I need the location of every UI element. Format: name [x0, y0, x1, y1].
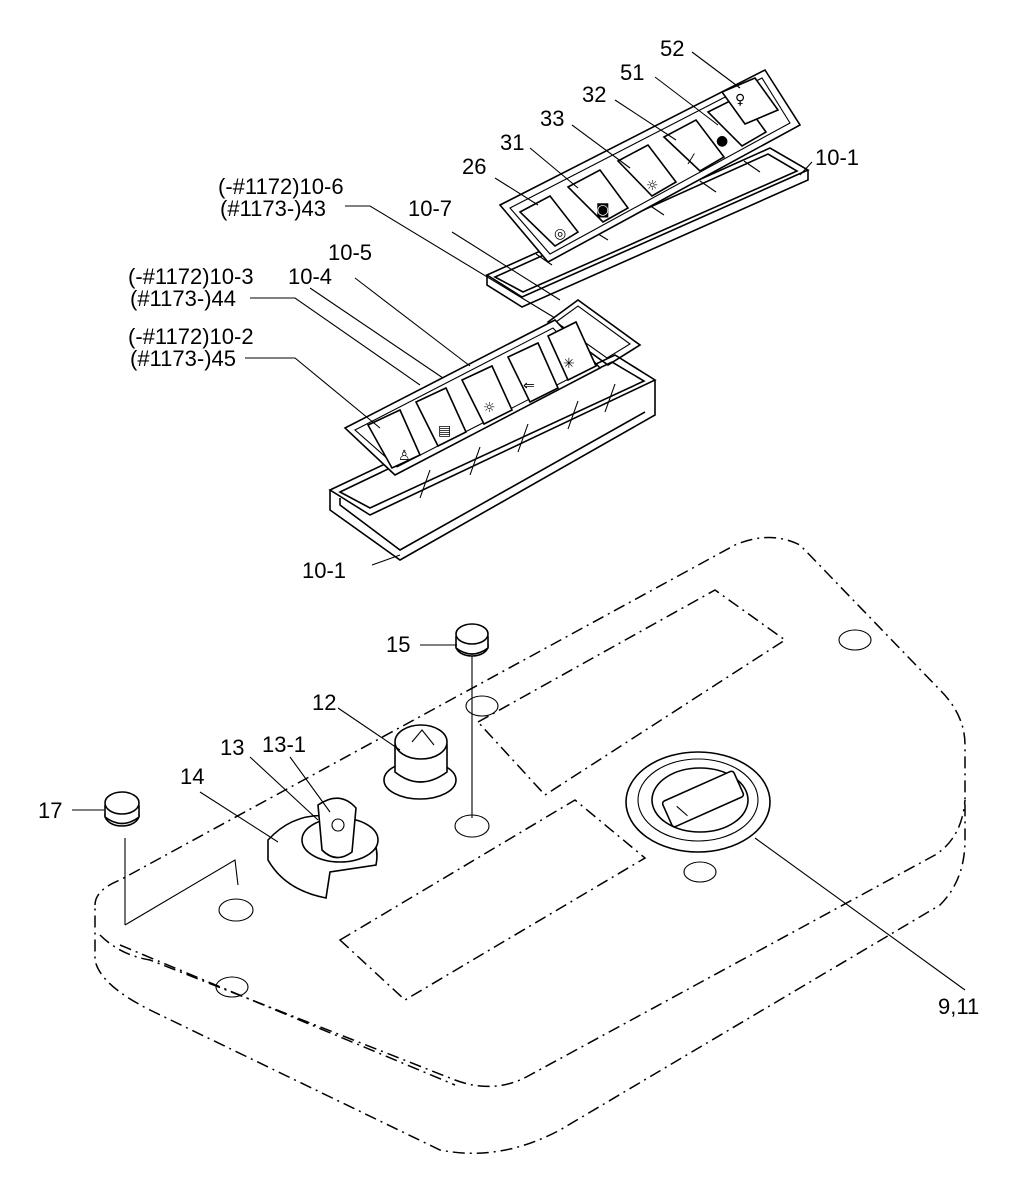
defrost-icon: ☼ — [483, 400, 496, 416]
callout-14: 14 — [180, 764, 204, 789]
plug-17 — [104, 791, 140, 827]
seat-icon: ♙ — [398, 448, 411, 464]
callout-13-1: 13-1 — [262, 732, 306, 757]
lower-switch-icons: ♙ ▤ ☼ ⇐ ✳ — [398, 356, 575, 464]
light-switch-knob — [383, 724, 457, 800]
callout-10-2: (-#1172)10-2 — [128, 324, 254, 349]
callout-10-4: 10-4 — [288, 264, 332, 289]
callout-9-11: 9,11 — [938, 994, 979, 1019]
callout-17: 17 — [38, 798, 62, 823]
callout-51: 51 — [620, 60, 644, 85]
mirror-heat-icon: ♀ — [735, 92, 745, 108]
callout-10-6: (-#1172)10-6 — [218, 174, 344, 199]
washer-icon: ● — [716, 133, 728, 149]
wiper-icon: ⁄ — [687, 152, 695, 168]
work-lamp-icon: ◙ — [596, 202, 610, 218]
plug-15 — [455, 623, 489, 657]
hour-meter — [625, 751, 771, 853]
callout-15: 15 — [386, 632, 410, 657]
travel-alarm-icon: ▤ — [438, 423, 451, 439]
callout-26: 26 — [462, 154, 486, 179]
callout-43: (#1173-)43 — [220, 196, 326, 221]
key-switch — [267, 797, 379, 899]
callout-labels: 52 51 32 33 31 26 10-1 (-#1172)10-6 (#11… — [38, 36, 979, 1019]
leader-lines — [72, 51, 966, 991]
callout-10-1-top: 10-1 — [815, 145, 859, 170]
callout-10-1-bottom: 10-1 — [302, 558, 346, 583]
snowflake-icon: ✳ — [563, 356, 575, 372]
callout-52: 52 — [660, 36, 684, 61]
callout-10-7: 10-7 — [408, 196, 452, 221]
callout-12: 12 — [312, 690, 336, 715]
callout-45: (#1173-)45 — [130, 346, 236, 371]
callout-33: 33 — [540, 106, 564, 131]
upper-switch-bezel — [498, 68, 802, 264]
rear-lamp-icon: ⇐ — [523, 378, 535, 394]
lower-switch-bezel — [343, 319, 602, 476]
callout-44: (#1173-)44 — [130, 286, 236, 311]
upper-switch-icons: ◎ ◙ ☼ ⁄ ● ♀ — [554, 92, 745, 242]
callout-32: 32 — [582, 82, 606, 107]
callout-10-5: 10-5 — [328, 240, 372, 265]
callout-31: 31 — [500, 130, 524, 155]
fan-icon: ◎ — [554, 226, 566, 242]
callout-10-3: (-#1172)10-3 — [128, 264, 254, 289]
beacon-icon: ☼ — [646, 178, 659, 194]
callout-13: 13 — [220, 735, 244, 760]
console-housing — [94, 536, 966, 1154]
